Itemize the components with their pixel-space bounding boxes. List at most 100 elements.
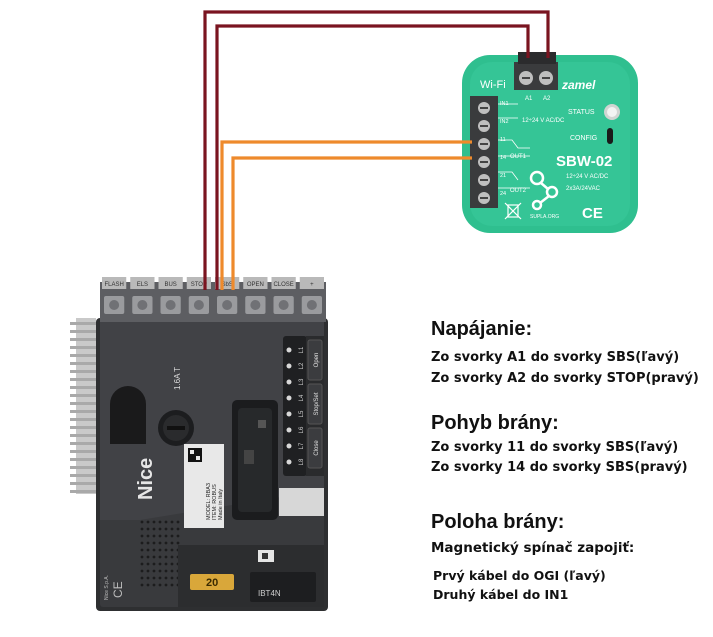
led-dot — [286, 379, 292, 385]
led-dot — [286, 443, 292, 449]
header-pin — [70, 402, 98, 405]
vent-hole — [146, 527, 150, 531]
sticker-made: Made in Italy — [218, 489, 224, 520]
supla-url: SUPLA.ORG — [530, 214, 559, 220]
vent-hole — [146, 534, 150, 538]
module-terminal-slot — [480, 107, 488, 109]
terminal-tab — [158, 277, 183, 289]
wire-11-to-sbs — [220, 140, 472, 290]
header-pin — [70, 378, 98, 381]
section-motion-line-1: Zo svorky 11 do svorky SBS(ľavý) — [431, 440, 679, 455]
module-terminal-slot — [480, 179, 488, 181]
sticker-model: MODEL: RBA3 — [206, 483, 212, 520]
vent-hole — [140, 555, 144, 559]
terminal-label: + — [310, 282, 314, 288]
zamel-logo: zamel — [561, 78, 596, 92]
module-terminal-slot — [480, 161, 488, 163]
vent-hole — [164, 562, 168, 566]
header-pin — [70, 346, 98, 349]
vent-hole — [146, 562, 150, 566]
vent-hole — [164, 548, 168, 552]
out1-label: OUT1 — [510, 154, 527, 160]
vent-hole — [152, 555, 156, 559]
vent-hole — [146, 555, 150, 559]
module-terminal-slot — [480, 143, 488, 145]
terminal-label: OPEN — [247, 282, 264, 288]
led-dot — [286, 395, 292, 401]
vent-hole — [152, 548, 156, 552]
control-button-label: Stop/Set — [314, 392, 320, 415]
vent-hole — [176, 541, 180, 545]
vent-hole — [146, 583, 150, 587]
vent-hole — [146, 569, 150, 573]
supply-terminal-block — [514, 52, 558, 90]
header-pin — [70, 354, 98, 357]
led-label: L4 — [299, 394, 305, 401]
module-terminal-slot — [480, 125, 488, 127]
vent-hole — [164, 583, 168, 587]
control-button — [307, 383, 323, 425]
output-rating: 2x3A/24VAC — [566, 186, 601, 192]
terminal-screw-head — [278, 300, 289, 310]
header-pin — [70, 330, 98, 333]
vent-hole — [164, 541, 168, 545]
header-pin — [70, 394, 98, 397]
wire-14-to-sbs — [231, 156, 472, 290]
vent-hole — [146, 548, 150, 552]
fuse-rating: 1.6A T — [173, 367, 182, 390]
vent-hole — [140, 562, 144, 566]
terminal-tab — [271, 277, 296, 289]
sbw02-module: Wi-Fi zamel A1 A2 12÷24 V AC/DC IN1IN211… — [462, 52, 638, 233]
header-pin — [70, 482, 98, 485]
vent-hole — [170, 541, 174, 545]
module-terminal-label: 21 — [500, 173, 506, 179]
vent-hole — [140, 527, 144, 531]
module-terminal-label: 14 — [500, 155, 506, 161]
terminal-tab — [299, 277, 324, 289]
sticker-serial: ITEM: ROBUS — [212, 484, 218, 520]
control-button — [307, 339, 323, 381]
vent-hole — [152, 569, 156, 573]
header-pin — [70, 466, 98, 469]
vent-hole — [140, 548, 144, 552]
vent-hole — [164, 555, 168, 559]
vent-hole — [164, 520, 168, 524]
vent-hole — [158, 576, 162, 580]
header-pin — [70, 458, 98, 461]
vent-hole — [152, 527, 156, 531]
vent-hole — [170, 548, 174, 552]
section-motion-line-2: Zo svorky 14 do svorky SBS(pravý) — [431, 460, 688, 475]
vent-hole — [158, 534, 162, 538]
svg-text:Nice S.p.A.: Nice S.p.A. — [104, 575, 110, 600]
header-pin — [70, 410, 98, 413]
vent-hole — [152, 520, 156, 524]
control-button — [307, 427, 323, 469]
led-label: L6 — [299, 426, 305, 433]
terminal-screw-head — [109, 300, 120, 310]
vent-hole — [152, 541, 156, 545]
header-pin — [70, 442, 98, 445]
header-pin — [70, 434, 98, 437]
vent-hole — [158, 548, 162, 552]
vent-hole — [164, 527, 168, 531]
terminal-label: CLOSE — [273, 282, 293, 288]
vent-hole — [152, 583, 156, 587]
header-pin — [70, 474, 98, 477]
module-terminal-label: IN2 — [500, 119, 509, 125]
ce-mark: CE — [582, 205, 603, 222]
terminal-a1-label: A1 — [525, 96, 533, 102]
led-dot — [286, 363, 292, 369]
terminal-screw-head — [137, 300, 148, 310]
supply-rating: 12÷24 V AC/DC — [522, 118, 565, 124]
vent-hole — [140, 534, 144, 538]
section-position-subtitle: Magnetický spínač zapojiť: — [431, 540, 635, 556]
config-button — [607, 128, 613, 144]
vent-hole — [170, 534, 174, 538]
header-pin — [70, 426, 98, 429]
led-dot — [286, 427, 292, 433]
bottom-connector-area: 20 IBT4N — [178, 545, 324, 607]
vent-hole — [176, 527, 180, 531]
terminal-tab — [130, 277, 155, 289]
